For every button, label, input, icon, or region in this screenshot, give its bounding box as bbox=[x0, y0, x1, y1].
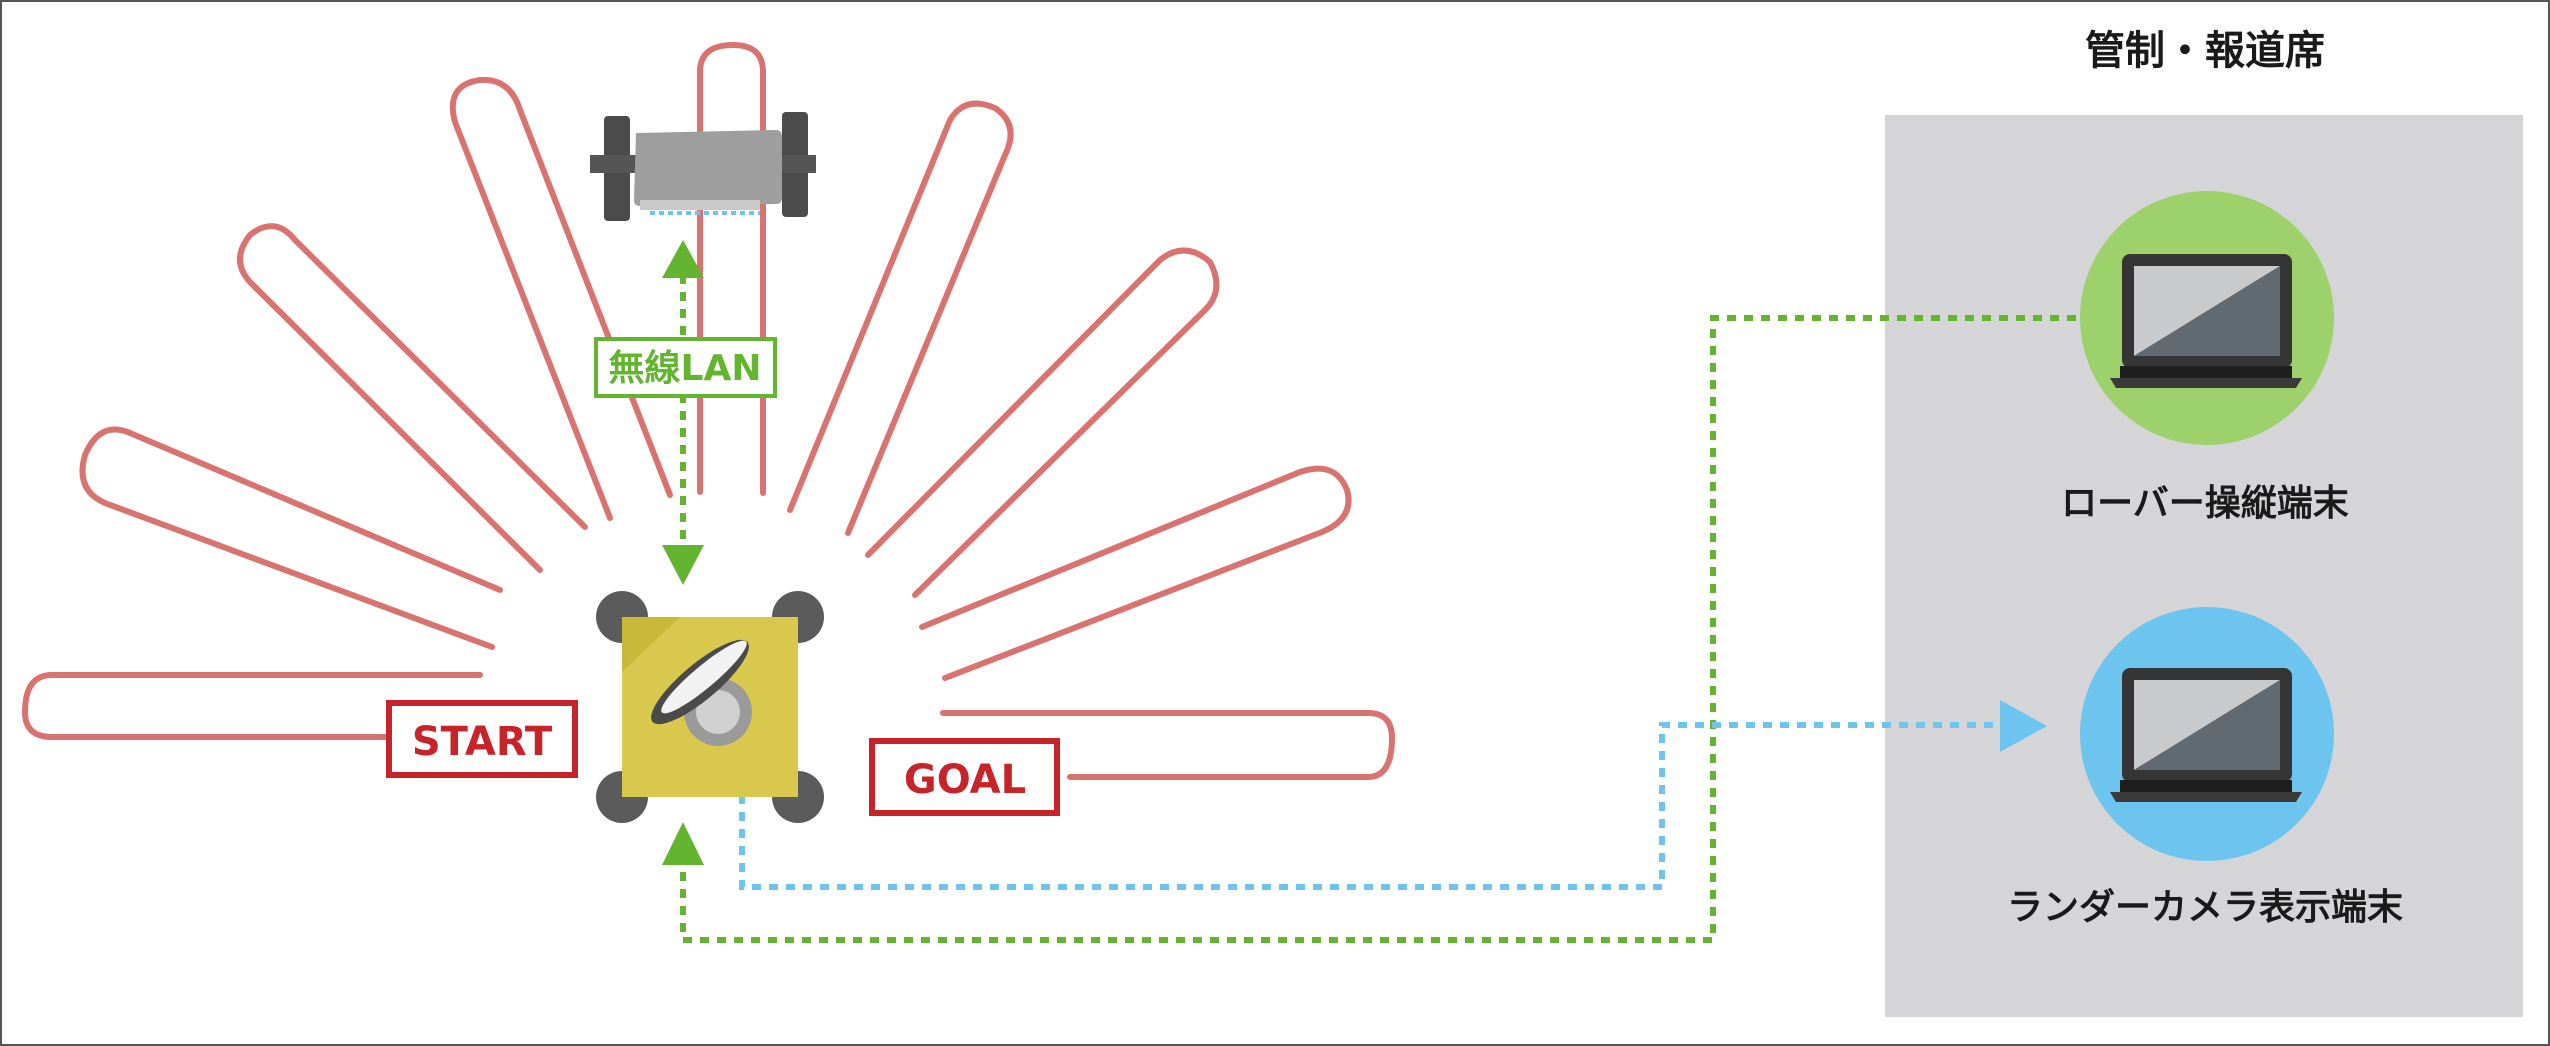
camera-display-terminal bbox=[2080, 607, 2334, 861]
rover-control-terminal-label: ローバー操縦端末 bbox=[2061, 483, 2349, 524]
rover-path-6 bbox=[787, 100, 1014, 536]
rover-path-2 bbox=[79, 426, 503, 650]
rover-path-7 bbox=[865, 247, 1220, 598]
rover-icon bbox=[590, 112, 816, 221]
lan-arrow-down bbox=[662, 545, 704, 585]
wireless-lan-label: 無線LAN bbox=[609, 348, 762, 389]
start-label: START bbox=[412, 719, 553, 765]
rover-paths bbox=[22, 42, 1395, 781]
laptop-icon bbox=[2110, 668, 2302, 802]
rover-path-5 bbox=[697, 42, 767, 496]
control-link bbox=[680, 315, 2080, 943]
goal-label: GOAL bbox=[904, 757, 1026, 803]
rover-path-8 bbox=[919, 465, 1352, 681]
start-box bbox=[386, 700, 578, 778]
lander-icon bbox=[596, 591, 824, 823]
control-link-arrow bbox=[662, 822, 704, 865]
laptop-icon bbox=[2110, 254, 2302, 388]
lan-arrow-up bbox=[662, 240, 704, 278]
rover-path-9 bbox=[940, 710, 1395, 781]
panel-title: 管制・報道席 bbox=[2085, 28, 2325, 74]
rover-path-1 bbox=[22, 671, 483, 740]
camera-link bbox=[739, 722, 2010, 890]
rover-path-3 bbox=[237, 223, 588, 573]
goal-box bbox=[869, 738, 1060, 816]
wireless-lan-badge bbox=[594, 337, 777, 398]
camera-link-arrow bbox=[2000, 700, 2047, 752]
rover-control-terminal bbox=[2080, 191, 2334, 445]
rover-path-4 bbox=[449, 76, 673, 521]
camera-display-terminal-label: ランダーカメラ表示端末 bbox=[2007, 887, 2403, 928]
